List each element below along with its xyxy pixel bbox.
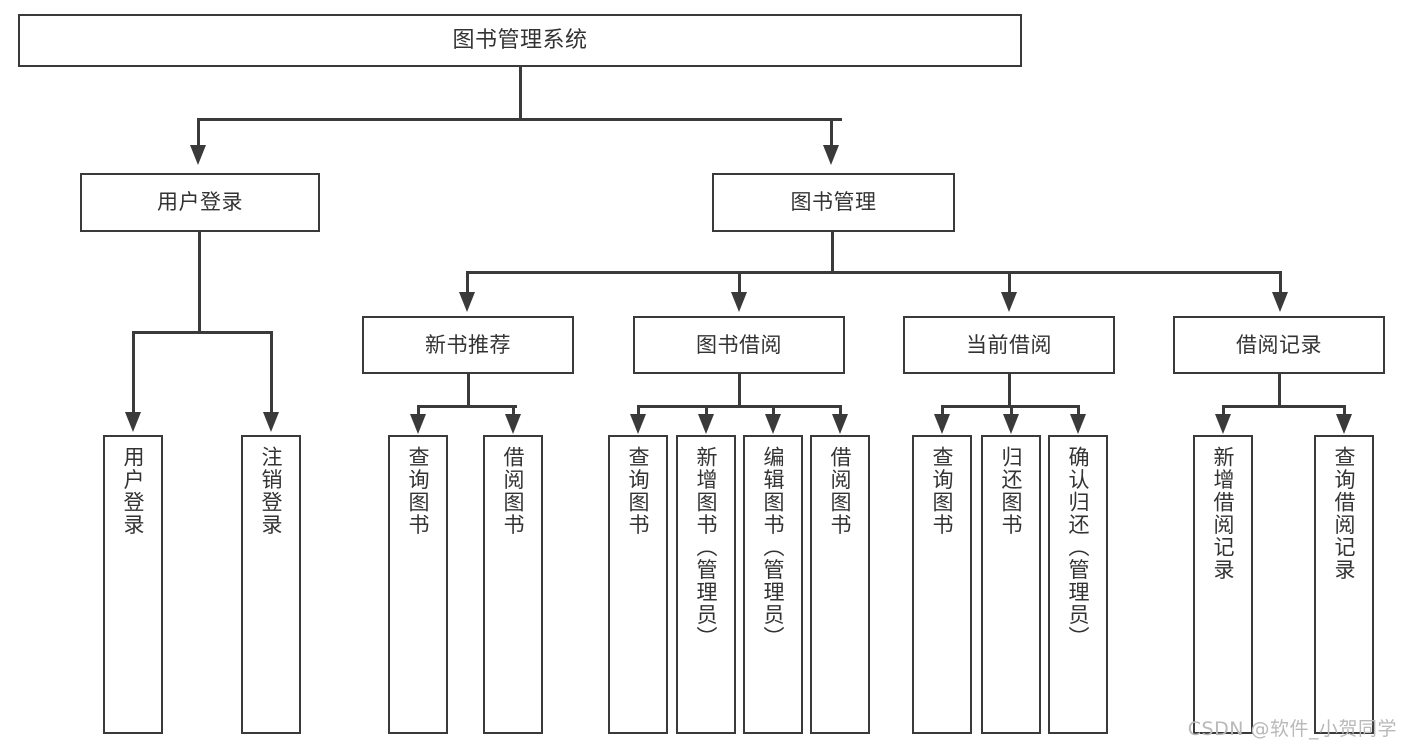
node-label: 注销登录 bbox=[259, 446, 284, 536]
leaf-bb-add-book[interactable]: 新增图书（管理员） bbox=[676, 435, 736, 734]
node-current-borrow[interactable]: 当前借阅 bbox=[903, 316, 1115, 374]
leaf-bb-edit-book[interactable]: 编辑图书（管理员） bbox=[743, 435, 803, 734]
node-new-book-recommend[interactable]: 新书推荐 bbox=[362, 316, 574, 374]
leaf-bb-query-book[interactable]: 查询图书 bbox=[608, 435, 668, 734]
leaf-nb-borrow-book[interactable]: 借阅图书 bbox=[483, 435, 543, 734]
arrowhead-nb-query-book bbox=[410, 414, 426, 434]
node-label: 归还图书 bbox=[999, 446, 1024, 536]
arrowhead-cb-query-book bbox=[934, 414, 950, 434]
connector-drop-new-book bbox=[466, 271, 469, 295]
arrowhead-cb-confirm-return bbox=[1070, 414, 1086, 434]
connector-user-login-drop-2 bbox=[270, 331, 273, 414]
arrowhead-bb-query-book bbox=[630, 414, 646, 434]
leaf-br-add-record[interactable]: 新增借阅记录 bbox=[1193, 435, 1253, 734]
arrowhead-br-add-record bbox=[1215, 414, 1231, 434]
connector-book-borrow-bus bbox=[637, 405, 841, 408]
connector-user-login-bus bbox=[132, 331, 273, 334]
connector-br-drop-2 bbox=[1343, 405, 1346, 417]
node-book-borrow[interactable]: 图书借阅 bbox=[633, 316, 845, 374]
leaf-bb-borrow-book[interactable]: 借阅图书 bbox=[810, 435, 870, 734]
arrowhead-book-mgmt bbox=[823, 145, 839, 165]
connector-root-stem bbox=[519, 67, 522, 120]
arrowhead-leaf-logout bbox=[263, 412, 279, 432]
node-label: 借阅图书 bbox=[501, 446, 526, 536]
arrowhead-br-query-record bbox=[1336, 414, 1352, 434]
arrowhead-new-book-recommend bbox=[459, 292, 475, 312]
node-book-management[interactable]: 图书管理 bbox=[712, 173, 955, 232]
connector-new-book-bus bbox=[417, 405, 517, 408]
connector-borrow-record-bus bbox=[1222, 405, 1346, 408]
connector-root-to-user-login bbox=[197, 118, 200, 148]
connector-book-borrow-stem bbox=[738, 374, 741, 408]
connector-cb-drop-3 bbox=[1077, 405, 1080, 417]
node-label: 新增借阅记录 bbox=[1211, 446, 1236, 581]
connector-drop-current-borrow bbox=[1008, 271, 1011, 295]
connector-new-book-drop-1 bbox=[417, 405, 420, 417]
arrowhead-current-borrow bbox=[1001, 292, 1017, 312]
connector-current-borrow-stem bbox=[1008, 374, 1011, 408]
connector-level3-bus bbox=[466, 271, 1281, 274]
connector-new-book-drop-2 bbox=[512, 405, 515, 417]
node-label: 查询借阅记录 bbox=[1332, 446, 1357, 581]
leaf-cb-return-book[interactable]: 归还图书 bbox=[981, 435, 1041, 734]
leaf-cb-query-book[interactable]: 查询图书 bbox=[912, 435, 972, 734]
node-label: 借阅记录 bbox=[1236, 332, 1322, 357]
leaf-logout[interactable]: 注销登录 bbox=[241, 435, 301, 734]
connector-drop-borrow-record bbox=[1279, 271, 1282, 295]
arrowhead-bb-borrow-book bbox=[832, 414, 848, 434]
arrowhead-user-login bbox=[190, 145, 206, 165]
connector-cb-drop-1 bbox=[941, 405, 944, 417]
leaf-br-query-record[interactable]: 查询借阅记录 bbox=[1314, 435, 1374, 734]
arrowhead-cb-return-book bbox=[1003, 414, 1019, 434]
node-label: 图书管理 bbox=[790, 190, 877, 215]
connector-root-to-book-mgmt bbox=[830, 118, 833, 148]
connector-bb-drop-3 bbox=[772, 405, 775, 417]
node-label: 用户登录 bbox=[121, 446, 146, 536]
arrowhead-borrow-record bbox=[1272, 292, 1288, 312]
node-label: 图书管理系统 bbox=[452, 27, 588, 53]
node-label: 新增图书（管理员） bbox=[694, 446, 719, 649]
connector-book-mgmt-stem bbox=[831, 232, 834, 274]
node-label: 当前借阅 bbox=[966, 332, 1052, 357]
connector-current-borrow-bus bbox=[941, 405, 1077, 408]
connector-new-book-stem bbox=[467, 374, 470, 408]
node-label: 查询图书 bbox=[626, 446, 651, 536]
connector-br-drop-1 bbox=[1222, 405, 1225, 417]
connector-drop-book-borrow bbox=[738, 271, 741, 295]
node-root-system[interactable]: 图书管理系统 bbox=[18, 14, 1022, 67]
leaf-cb-confirm-return[interactable]: 确认归还（管理员） bbox=[1048, 435, 1108, 734]
node-label: 查询图书 bbox=[930, 446, 955, 536]
connector-bb-drop-2 bbox=[705, 405, 708, 417]
node-user-login[interactable]: 用户登录 bbox=[80, 173, 320, 232]
connector-root-bus bbox=[197, 118, 842, 121]
node-borrow-record[interactable]: 借阅记录 bbox=[1173, 316, 1385, 374]
arrowhead-book-borrow bbox=[731, 292, 747, 312]
node-label: 用户登录 bbox=[157, 190, 243, 215]
connector-borrow-record-stem bbox=[1278, 374, 1281, 408]
connector-bb-drop-1 bbox=[637, 405, 640, 417]
node-label: 编辑图书（管理员） bbox=[761, 446, 786, 649]
arrowhead-bb-edit-book bbox=[765, 414, 781, 434]
connector-bb-drop-4 bbox=[839, 405, 842, 417]
node-label: 确认归还（管理员） bbox=[1066, 446, 1091, 649]
node-label: 查询图书 bbox=[406, 446, 431, 536]
arrowhead-leaf-user-login bbox=[125, 412, 141, 432]
connector-cb-drop-2 bbox=[1010, 405, 1013, 417]
node-label: 图书借阅 bbox=[696, 332, 782, 357]
node-label: 新书推荐 bbox=[425, 332, 511, 357]
arrowhead-bb-add-book bbox=[698, 414, 714, 434]
node-label: 借阅图书 bbox=[828, 446, 853, 536]
leaf-user-login[interactable]: 用户登录 bbox=[103, 435, 163, 734]
leaf-nb-query-book[interactable]: 查询图书 bbox=[388, 435, 448, 734]
connector-user-login-stem bbox=[198, 232, 201, 334]
arrowhead-nb-borrow-book bbox=[505, 414, 521, 434]
connector-user-login-drop-1 bbox=[132, 331, 135, 414]
